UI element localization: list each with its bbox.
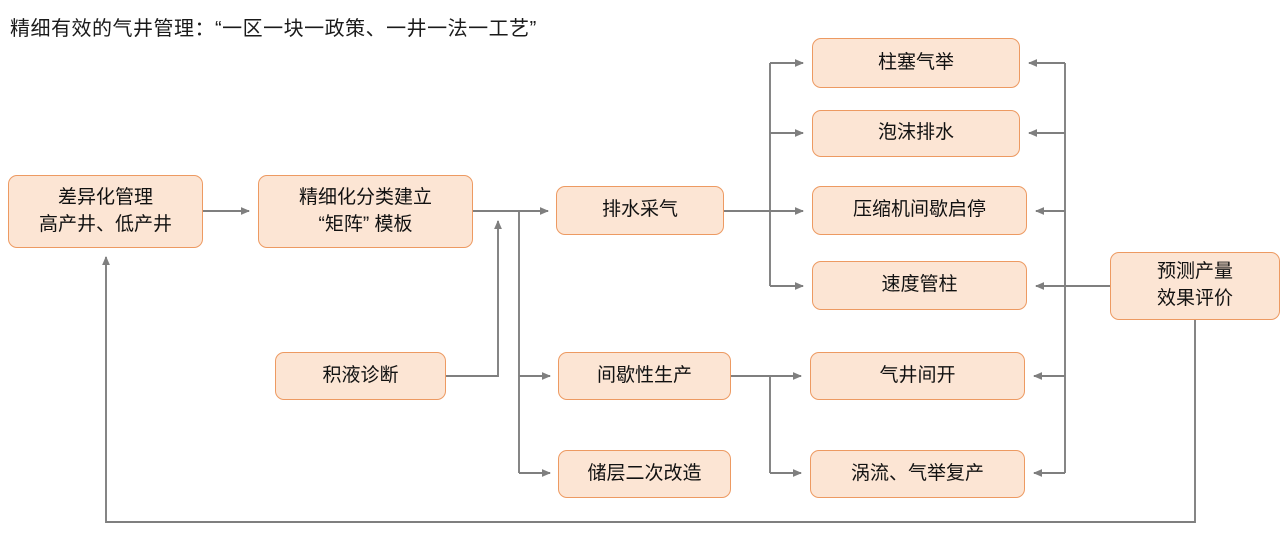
- node-gas-well-intermittent-open[interactable]: 气井间开: [810, 352, 1025, 400]
- node-label: 排水采气: [601, 199, 678, 221]
- node-label: 积液诊断: [322, 364, 399, 386]
- node-label: 柱塞气举: [877, 51, 954, 73]
- node-refined-classification[interactable]: 精细化分类建立 “矩阵” 模板: [258, 175, 473, 248]
- node-label: 速度管柱: [881, 274, 958, 296]
- node-label: 差异化管理 高产井、低产井: [38, 186, 172, 235]
- node-label: 压缩机间歇启停: [852, 199, 986, 221]
- node-liquid-loading-diagnosis[interactable]: 积液诊断: [275, 352, 446, 400]
- page-title: 精细有效的气井管理：“一区一块一政策、一井一法一工艺”: [10, 18, 537, 40]
- node-label: 气井间开: [879, 364, 956, 386]
- node-differentiated-management[interactable]: 差异化管理 高产井、低产井: [8, 175, 203, 248]
- node-intermittent-production[interactable]: 间歇性生产: [558, 352, 731, 400]
- node-compressor-intermittent-startstop[interactable]: 压缩机间歇启停: [812, 186, 1027, 235]
- node-label: 精细化分类建立 “矩阵” 模板: [298, 186, 432, 235]
- node-label: 预测产量 效果评价: [1156, 261, 1233, 309]
- node-velocity-string[interactable]: 速度管柱: [812, 261, 1027, 310]
- node-drainage-gas-recovery[interactable]: 排水采气: [556, 186, 724, 235]
- node-plunger-lift[interactable]: 柱塞气举: [812, 38, 1020, 88]
- node-foam-drainage[interactable]: 泡沫排水: [812, 110, 1020, 157]
- node-vortex-gaslift-restoration[interactable]: 涡流、气举复产: [810, 450, 1025, 498]
- node-reservoir-restimulation[interactable]: 储层二次改造: [558, 450, 731, 498]
- node-forecast-production-evaluation[interactable]: 预测产量 效果评价: [1110, 252, 1280, 320]
- edge-feedback-loop: [102, 256, 1196, 523]
- node-label: 储层二次改造: [587, 462, 702, 484]
- node-label: 间歇性生产: [596, 364, 692, 386]
- edge-diagnosis-to-classification: [446, 220, 502, 377]
- node-label: 泡沫排水: [877, 122, 954, 144]
- node-label: 涡流、气举复产: [850, 462, 984, 484]
